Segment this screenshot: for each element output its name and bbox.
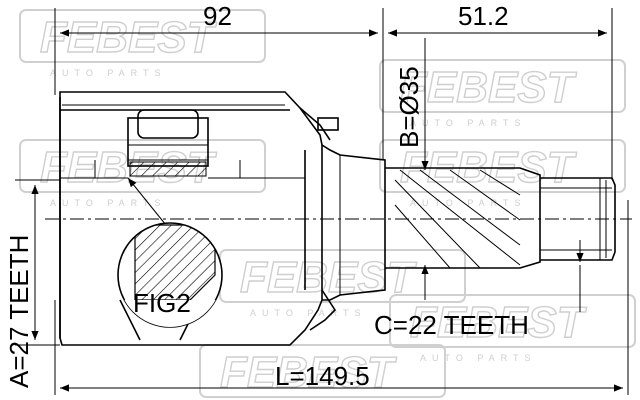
dim-diameter-b: B=Ø35 [394, 66, 424, 148]
watermark-subtitle: AUTO PARTS [420, 353, 537, 363]
watermark-subtitle: AUTO PARTS [410, 198, 527, 208]
watermark-logo: FEBEST AUTO PARTS [19, 9, 266, 78]
watermark-subtitle: AUTO PARTS [50, 68, 167, 78]
watermark-brand: FEBEST [240, 253, 417, 302]
detail-label: FIG2 [133, 288, 191, 318]
watermark-subtitle: AUTO PARTS [250, 308, 367, 318]
watermark-subtitle: AUTO PARTS [410, 118, 527, 128]
detail-circle: FIG2 [117, 222, 223, 328]
watermark-logo: FEBEST AUTO PARTS [389, 294, 636, 363]
dimension-lines [15, 8, 629, 395]
watermark-layer: FEBEST AUTO PARTS FEBEST AUTO PARTS FEBE… [19, 9, 636, 398]
watermark-logo: FEBEST AUTO PARTS [219, 249, 466, 318]
dim-housing-length: 92 [203, 1, 232, 31]
watermark-logo: FEBEST AUTO PARTS [379, 59, 626, 128]
dim-teeth-c: C=22 TEETH [374, 310, 529, 340]
dim-total-length: L=149.5 [275, 361, 370, 391]
dim-shaft-length: 51.2 [458, 1, 509, 31]
watermark-subtitle: AUTO PARTS [50, 198, 167, 208]
watermark-brand: FEBEST [40, 13, 217, 62]
dim-teeth-a: A=27 TEETH [4, 235, 34, 388]
watermark-brand: FEBEST [410, 298, 587, 347]
joint-housing [59, 91, 386, 346]
watermark-logo: FEBEST AUTO PARTS [379, 139, 626, 208]
watermark-brand: FEBEST [400, 63, 577, 112]
